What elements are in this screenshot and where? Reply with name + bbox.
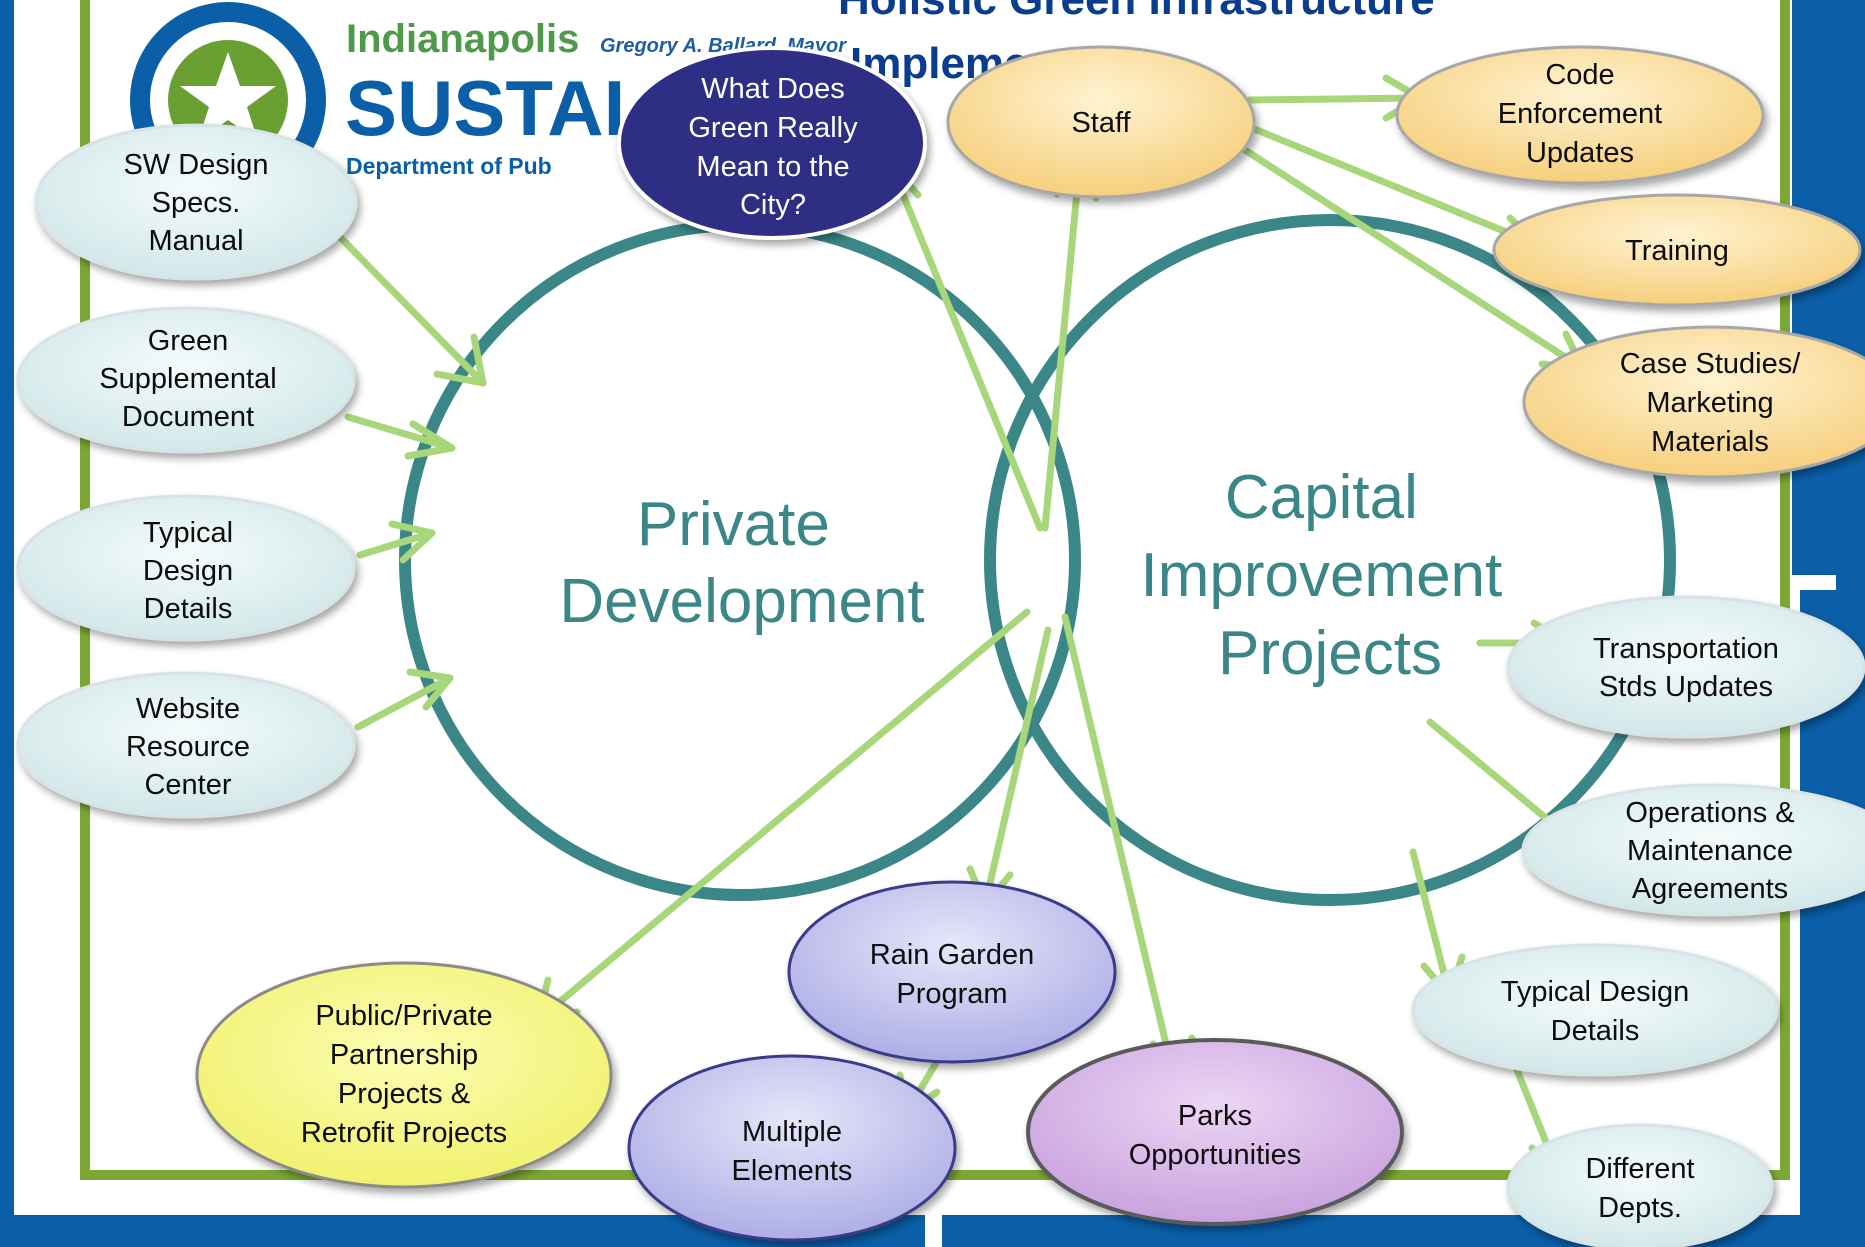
- arrow-typical-left: [356, 520, 436, 564]
- ppp-line4: Retrofit Projects: [301, 1117, 507, 1149]
- tr-line2: Stds Updates: [1599, 671, 1773, 703]
- ce-line3: Updates: [1526, 137, 1634, 169]
- rg-line2: Program: [896, 978, 1007, 1010]
- city-logo: Indianapolis Gregory A. Ballard, Mayor S…: [130, 2, 847, 198]
- parks-line2: Opportunities: [1129, 1139, 1302, 1171]
- logo-dept: Department of Pub: [346, 153, 552, 179]
- me-line2: Elements: [732, 1155, 853, 1187]
- dd-line1: Different: [1585, 1153, 1694, 1185]
- cs-line3: Materials: [1651, 426, 1769, 458]
- wr-line3: Center: [144, 769, 231, 801]
- gs-line2: Supplemental: [99, 363, 276, 395]
- wg-line1: What Does: [701, 73, 844, 105]
- arrow-sw-design: [336, 233, 487, 387]
- wr-line2: Resource: [126, 731, 250, 763]
- tdr-line2: Details: [1551, 1015, 1640, 1047]
- gs-line1: Green: [148, 325, 229, 357]
- ppp-line3: Projects &: [338, 1078, 470, 1110]
- tdr-line1: Typical Design: [1501, 976, 1690, 1008]
- wg-line2: Green Really: [688, 112, 858, 144]
- blue-left-top: [0, 0, 14, 575]
- sw-line1: SW Design: [123, 149, 268, 181]
- parks-line1: Parks: [1178, 1100, 1252, 1132]
- private-line1: Private: [637, 490, 830, 559]
- me-line1: Multiple: [742, 1116, 842, 1148]
- node-staff: Staff: [946, 45, 1256, 199]
- sw-line3: Manual: [148, 225, 243, 257]
- logo-city: Indianapolis: [346, 17, 579, 61]
- svg-text:Training: Training: [1625, 235, 1729, 267]
- arrow-website: [354, 668, 454, 731]
- node-training: Training: [1492, 193, 1862, 307]
- svg-text:Staff: Staff: [1071, 107, 1131, 139]
- wg-line3: Mean to the: [696, 151, 849, 183]
- arrow-green-supp: [344, 413, 456, 460]
- capital-line3: Projects: [1218, 619, 1442, 688]
- blue-left-bottom: [0, 590, 14, 1247]
- staff-line1: Staff: [1071, 107, 1131, 139]
- private-development-label: Private Development: [559, 490, 924, 636]
- ppp-line1: Public/Private: [315, 1000, 492, 1032]
- wg-line4: City?: [740, 189, 806, 221]
- gs-line3: Document: [122, 401, 254, 433]
- capital-improvement-label: Capital Improvement Projects: [1140, 463, 1519, 688]
- ce-line2: Enforcement: [1498, 98, 1662, 130]
- tl-line2: Design: [143, 555, 233, 587]
- ppp-line2: Partnership: [330, 1039, 478, 1071]
- op-line2: Maintenance: [1627, 835, 1793, 867]
- ce-line1: Code: [1545, 59, 1614, 91]
- op-line3: Agreements: [1632, 873, 1788, 905]
- tl-line3: Details: [144, 593, 233, 625]
- cs-line2: Marketing: [1646, 387, 1773, 419]
- training-line1: Training: [1625, 235, 1729, 267]
- sw-line2: Specs.: [152, 187, 241, 219]
- capital-improvement-circle: [984, 214, 1676, 906]
- tr-line1: Transportation: [1593, 633, 1779, 665]
- tl-line1: Typical: [143, 517, 233, 549]
- cs-line1: Case Studies/: [1620, 348, 1801, 380]
- private-line2: Development: [559, 567, 924, 636]
- capital-line1: Capital: [1225, 463, 1418, 532]
- rg-line1: Rain Garden: [870, 939, 1034, 971]
- star-icon: [180, 52, 276, 141]
- logo-word: SUSTAI: [345, 64, 625, 152]
- title-line1: Holistic Green Infrastructure: [838, 0, 1435, 24]
- wr-line1: Website: [136, 693, 240, 725]
- capital-line2: Improvement: [1140, 541, 1502, 610]
- op-line1: Operations &: [1625, 797, 1794, 829]
- dd-line2: Depts.: [1598, 1192, 1682, 1224]
